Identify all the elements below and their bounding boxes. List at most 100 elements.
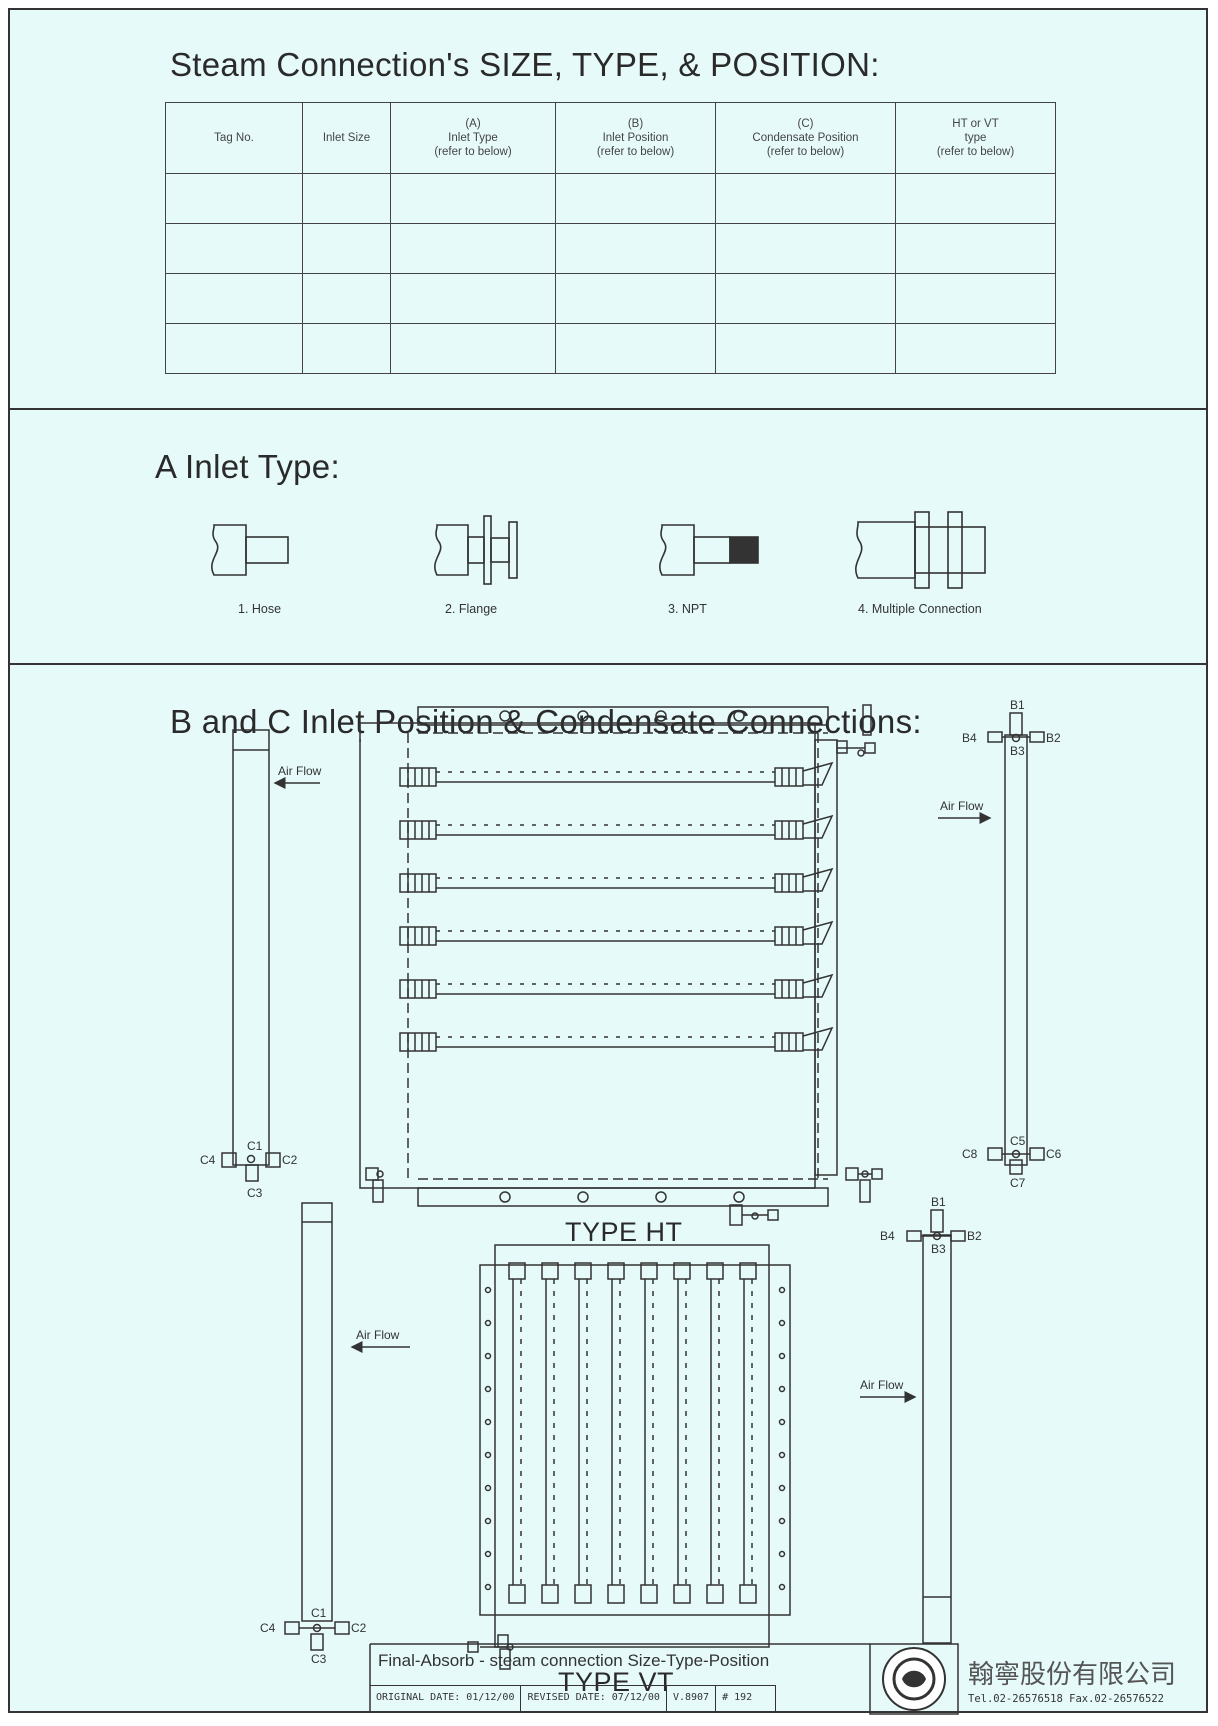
company-name: 翰寧股份有限公司 (968, 1660, 1177, 1690)
table-cell[interactable] (895, 223, 1056, 274)
vt-front-view (467, 1204, 791, 1670)
inlet-type-section: A Inlet Type: (10, 410, 1206, 665)
original-date: ORIGINAL DATE: 01/12/00 (370, 1686, 522, 1712)
company-contact: Tel.02-26576518 Fax.02-26576522 (968, 1693, 1164, 1705)
inlet-type-label: 2. Flange (445, 602, 498, 616)
position-label: C4 (260, 1621, 276, 1635)
table-header-cell: HT or VT type (refer to below) (895, 102, 1056, 174)
table-cell[interactable] (715, 173, 896, 224)
vt-side-view-right (906, 1209, 966, 1644)
position-label: B3 (931, 1242, 946, 1256)
table-cell[interactable] (555, 173, 716, 224)
table-header-cell: Inlet Size (302, 102, 391, 174)
drawing-sheet: Steam Connection's SIZE, TYPE, & POSITIO… (8, 8, 1208, 1715)
table-cell[interactable] (895, 323, 1056, 374)
vt-tubes (484, 1262, 786, 1604)
title-block: Final-Absorb - steam connection Size-Typ… (370, 1645, 1206, 1712)
table-cell[interactable] (165, 223, 303, 274)
table-cell[interactable] (555, 273, 716, 324)
connection-table: Tag No. Inlet Size (A) Inlet Type (refer to … (165, 102, 1056, 374)
position-section: B and C Inlet Position & Condensate Conn… (10, 665, 1206, 1711)
table-cell[interactable] (302, 173, 391, 224)
table-cell[interactable] (165, 173, 303, 224)
table-cell[interactable] (555, 223, 716, 274)
position-label: C7 (1010, 1176, 1026, 1190)
table-header-cell: (B) Inlet Position (refer to below) (555, 102, 716, 174)
version: V.8907 (667, 1686, 717, 1712)
table-cell[interactable] (715, 323, 896, 374)
inlet-type-label: 4. Multiple Connection (858, 602, 982, 616)
air-flow-label: Air Flow (278, 764, 322, 778)
header-line: Inlet Position (602, 132, 669, 144)
table-row (165, 273, 1056, 324)
type-vt-label: TYPE VT (558, 1667, 675, 1697)
title-block-row: ORIGINAL DATE: 01/12/00 REVISED DATE: 07… (370, 1685, 777, 1712)
table-cell[interactable] (302, 223, 391, 274)
inlet-type-label: 3. NPT (668, 602, 707, 616)
section-heading: Steam Connection's SIZE, TYPE, & POSITIO… (170, 46, 880, 83)
hose-icon (211, 524, 289, 576)
ht-tubes (399, 761, 834, 1052)
header-line: Tag No. (214, 132, 254, 144)
table-row (165, 223, 1056, 274)
table-cell[interactable] (390, 323, 556, 374)
table-cell[interactable] (715, 273, 896, 324)
table-cell[interactable] (165, 273, 303, 324)
table-cell[interactable] (390, 173, 556, 224)
header-line: Condensate Position (752, 132, 859, 144)
position-label: B3 (1010, 744, 1025, 758)
table-header-cell: (C)Condensate Position(refer to below) (715, 102, 896, 174)
table-header-cell: (A)Inlet Type(refer to below) (390, 102, 556, 174)
table-row (165, 173, 1056, 224)
position-label: C2 (282, 1153, 298, 1167)
position-label: B1 (1010, 698, 1025, 712)
connection-table-section: Steam Connection's SIZE, TYPE, & POSITIO… (10, 10, 1206, 410)
position-label: B1 (931, 1195, 946, 1209)
section-heading: B and C Inlet Position & Condensate Conn… (170, 703, 922, 740)
vt-side-view-left (284, 1202, 350, 1651)
header-line: (refer to below) (596, 146, 675, 158)
table-header-cell: Tag No. (165, 102, 303, 174)
table-cell[interactable] (302, 273, 391, 324)
inlet-type-label: 1. Hose (238, 602, 282, 616)
header-line: (refer to below) (936, 146, 1015, 158)
position-label: C5 (1010, 1134, 1026, 1148)
header-line: HT or VT (952, 118, 999, 130)
table-cell[interactable] (165, 323, 303, 374)
drawing-title: Final-Absorb - steam connection Size-Typ… (378, 1651, 770, 1670)
header-line: (C) (797, 118, 814, 130)
table-cell[interactable] (390, 273, 556, 324)
ht-side-view-left (221, 729, 281, 1182)
air-flow-label: Air Flow (356, 1328, 400, 1342)
position-label: C1 (247, 1139, 263, 1153)
revised-date: REVISED DATE: 07/12/00 (521, 1686, 667, 1712)
position-label: B2 (1046, 731, 1061, 745)
position-label: B2 (967, 1229, 982, 1243)
position-label: C2 (351, 1621, 367, 1635)
ht-front-view (359, 704, 883, 1207)
table-cell[interactable] (895, 273, 1056, 324)
type-ht-label: TYPE HT (565, 1217, 683, 1247)
position-diagram: Air Flow Air Flow Air Flow Air Flow C1 C… (200, 698, 1062, 1670)
position-label: C4 (200, 1153, 216, 1167)
air-flow-label: Air Flow (860, 1378, 904, 1392)
header-line: type (964, 132, 987, 144)
header-line: Inlet Type (448, 132, 498, 144)
header-line: (A) (465, 118, 481, 130)
header-line: (B) (627, 118, 644, 130)
header-line: Inlet Size (322, 132, 371, 144)
table-cell[interactable] (390, 223, 556, 274)
position-label: C1 (311, 1606, 327, 1620)
position-label: C3 (311, 1652, 327, 1666)
npt-icon (659, 524, 759, 576)
table-cell[interactable] (555, 323, 716, 374)
table-cell[interactable] (715, 223, 896, 274)
ht-side-view-right (987, 712, 1045, 1175)
position-label: C3 (247, 1186, 263, 1200)
table-cell[interactable] (895, 173, 1056, 224)
section-heading: A Inlet Type: (155, 448, 340, 485)
table-cell[interactable] (302, 323, 391, 374)
position-label: B4 (962, 731, 977, 745)
table-header-row: Tag No. Inlet Size (A) Inlet Type (refer to … (165, 102, 1056, 174)
drawing-number: # 192 (716, 1686, 777, 1712)
